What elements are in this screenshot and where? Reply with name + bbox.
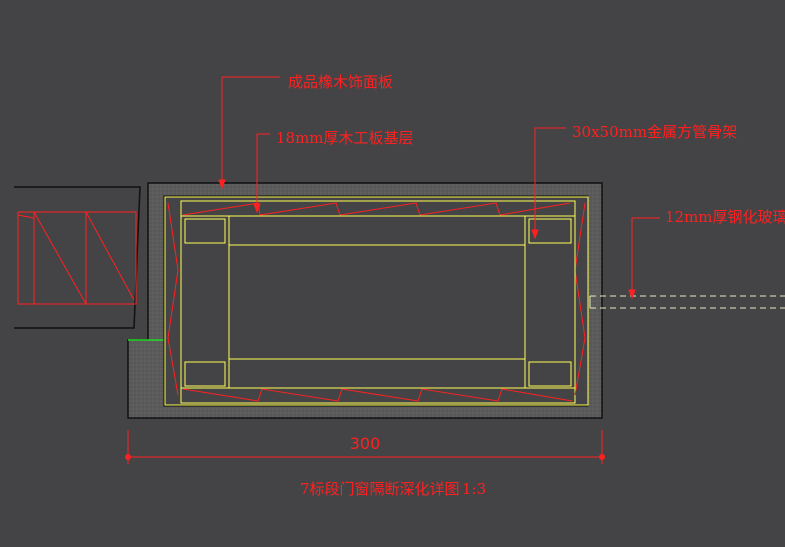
tube-bottom-left: [184, 361, 226, 387]
wall-section: [127, 182, 603, 419]
label-plywood-base: 18mm厚木工板基层: [276, 129, 414, 147]
label-rubber-wood-panel: 成品橡木饰面板: [288, 73, 393, 91]
metal-frame: [180, 215, 576, 389]
label-tempered-glass: 12mm厚钢化玻璃: [665, 208, 785, 226]
leader-lines: [218, 76, 660, 300]
adjacent-wall: [14, 186, 141, 329]
dimension-value: 300: [350, 434, 381, 453]
tube-top-left: [184, 218, 226, 244]
tube-bottom-right: [528, 361, 572, 387]
leader-metal-frame: [534, 127, 566, 236]
leader-plywood: [256, 133, 270, 210]
label-metal-frame: 30x50mm金属方管骨架: [572, 123, 737, 141]
tempered-glass: [589, 295, 785, 309]
leader-rubber-wood: [221, 76, 280, 186]
drawing-title: 7标段门窗隔断深化详图: [300, 480, 460, 498]
drawing-scale: 1:3: [462, 480, 486, 498]
dimension-line: [125, 430, 605, 464]
tube-top-right: [528, 218, 572, 244]
leader-glass: [631, 217, 660, 296]
